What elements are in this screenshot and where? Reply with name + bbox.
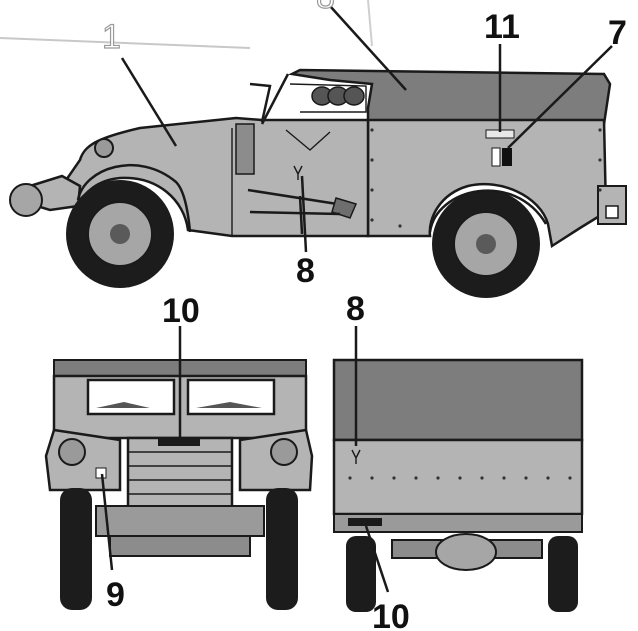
leader-line-top — [329, 5, 407, 91]
side-flag-marking-black — [502, 148, 512, 166]
side-headlight — [94, 138, 114, 158]
front-tire-right — [266, 488, 298, 610]
front-windshield-right — [186, 378, 276, 416]
side-rear-light — [605, 205, 619, 219]
rear-differential — [435, 533, 497, 571]
front-windshield-stowage-right — [196, 402, 262, 408]
leader-line-8-side — [300, 175, 308, 253]
callout-9: 9 — [106, 576, 125, 614]
rear-tire-right — [548, 536, 578, 612]
rear-body — [332, 438, 584, 516]
side-pick-handle — [249, 210, 341, 216]
side-pick-head — [298, 195, 304, 235]
side-rear-fender — [428, 189, 548, 233]
front-view: 10 9 — [44, 292, 314, 614]
front-bridge-marking — [95, 467, 107, 479]
callout-7: 7 — [608, 14, 627, 52]
callout-top-partial: 8 — [316, 0, 335, 16]
callout-10-front: 10 — [162, 292, 200, 330]
leader-line-7 — [507, 45, 613, 149]
leader-line-10-rear — [364, 525, 390, 593]
callout-8-side: 8 — [296, 252, 315, 290]
rear-registration-plate — [348, 518, 382, 526]
leader-line-1 — [120, 57, 178, 147]
callout-10-rear: 10 — [372, 598, 410, 631]
paper-edge-line — [367, 0, 373, 47]
callout-1: 1 — [102, 18, 121, 56]
side-unit-emblem — [293, 165, 303, 180]
front-bumper-roller — [95, 505, 265, 537]
side-front-wheel-center — [110, 224, 130, 244]
side-front-fender — [76, 164, 192, 233]
rear-tire-left — [346, 536, 376, 612]
side-front-roller — [9, 183, 43, 217]
paper-fold-line — [0, 37, 251, 49]
leader-line-9 — [100, 473, 114, 571]
front-registration-plate — [158, 438, 200, 446]
rear-bumper — [333, 513, 583, 533]
side-view: 1 8 11 7 8 — [0, 0, 627, 298]
side-flag-marking-white — [491, 147, 501, 167]
side-windshield-post — [249, 82, 272, 123]
side-rivets — [370, 128, 602, 228]
side-window-opening — [289, 83, 367, 113]
rear-canvas-top — [332, 358, 584, 442]
side-windshield-frame — [260, 73, 290, 125]
side-rear-wheel-center — [476, 234, 496, 254]
front-headlight-left — [58, 438, 86, 466]
rear-rivets — [348, 476, 572, 480]
front-axle — [109, 535, 251, 557]
side-jerrycan — [235, 123, 255, 175]
front-windshield-left — [86, 378, 176, 416]
front-headlight-right — [270, 438, 298, 466]
rear-view: 8 10 — [332, 290, 584, 631]
side-seat-frame — [285, 129, 331, 151]
side-rear-body — [366, 118, 608, 249]
front-tire-left — [60, 488, 92, 610]
callout-8-rear: 8 — [346, 290, 365, 328]
front-windshield-stowage-left — [96, 402, 150, 408]
rear-unit-emblem — [351, 449, 361, 464]
callout-11: 11 — [484, 8, 520, 46]
side-stowage-roll-3 — [343, 86, 365, 106]
